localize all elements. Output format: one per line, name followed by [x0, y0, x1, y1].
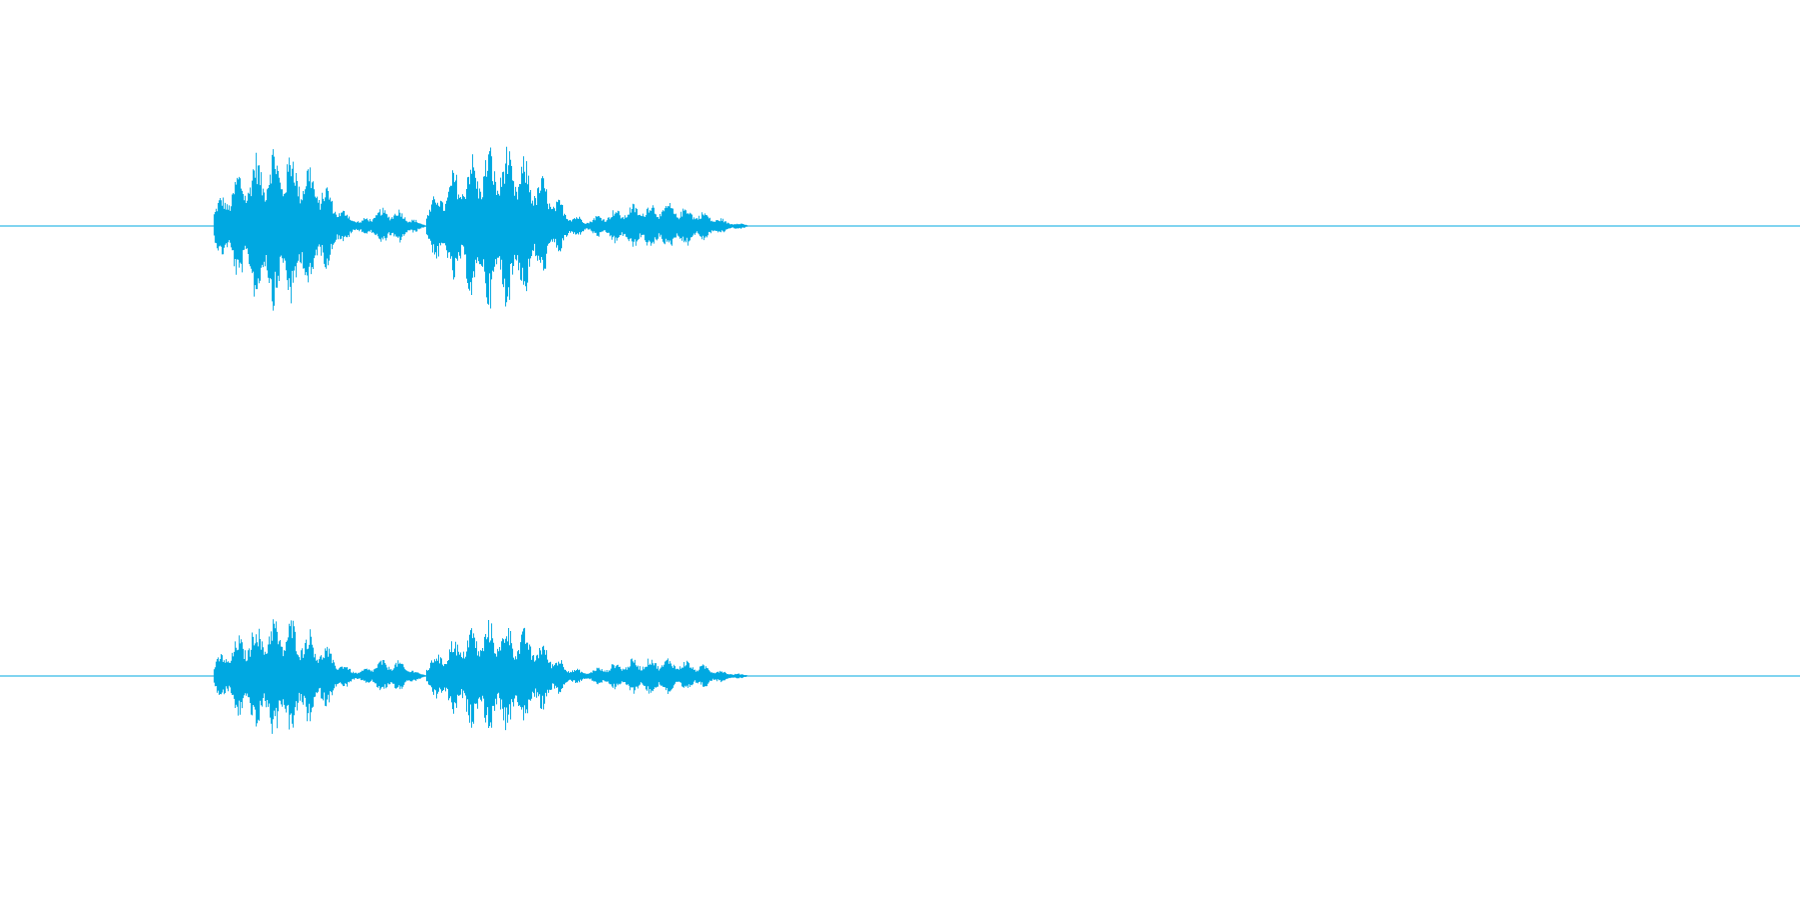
waveform-top: [213, 146, 748, 311]
waveform-bottom: [213, 619, 748, 734]
waveform-channel-bottom: [0, 619, 1800, 734]
waveform-channel-top: [0, 146, 1800, 311]
